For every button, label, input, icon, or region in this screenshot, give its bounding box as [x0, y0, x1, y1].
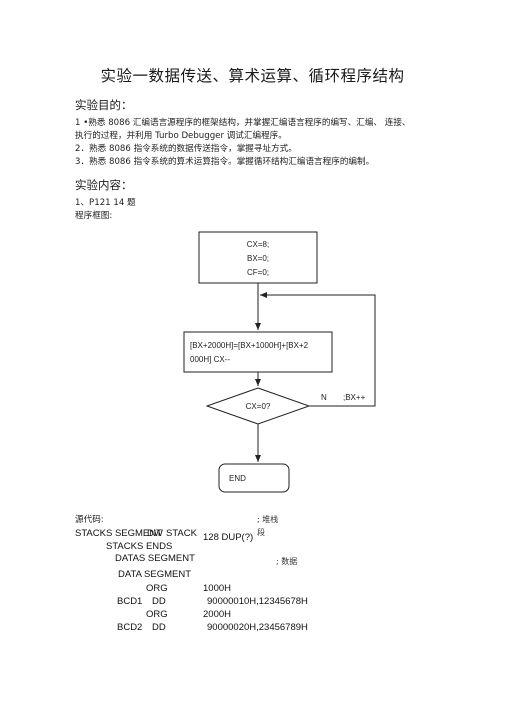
no-label: N [321, 393, 327, 402]
source-label: 源代码: [75, 515, 104, 525]
end-label: END [229, 474, 246, 483]
code-line-9b: DD [152, 622, 166, 633]
code-line-7c: 90000010H,12345678H [207, 596, 308, 607]
purpose-line-4: 3．熟悉 8086 指令系统的算术运算指令。掌握循环结构汇编语言程序的编制。 [75, 157, 375, 167]
code-line-9c: 90000020H,23456789H [207, 622, 308, 633]
code-line-8a: ORG [146, 609, 168, 620]
process-line-1: [BX+2000H]=[BX+1000H]+[BX+2 [190, 341, 309, 350]
comment-stack-2: 段 [257, 528, 265, 537]
init-line-1: CX=8; [247, 240, 269, 249]
code-line-1a: STACKS SEGMENT [75, 528, 162, 539]
arrow-loop-back [260, 292, 376, 407]
process-box [183, 331, 333, 373]
purpose-line-3: 2．熟悉 8086 指令系统的数据传送指令，掌握寻址方式。 [75, 144, 297, 154]
no-action: ;BX++ [343, 393, 366, 402]
code-line-1b: DW [147, 528, 163, 539]
section-heading-content: 实验内容： [75, 178, 133, 192]
page-title: 实验一数据传送、算术运算、循环程序结构 [100, 67, 405, 85]
code-line-6a: ORG [146, 583, 168, 594]
content-item: 1、P121 14 题 [75, 198, 136, 208]
code-line-5: DATA SEGMENT [118, 569, 192, 580]
code-line-3: STACKS ENDS [106, 541, 173, 552]
code-line-1c: STACK [166, 528, 197, 539]
code-line-9a: BCD2 [117, 622, 143, 633]
end-box [218, 463, 290, 493]
code-line-4: DATAS SEGMENT [115, 553, 195, 564]
process-line-2: 000H] CX-- [190, 355, 230, 364]
flowchart-caption: 程序框图: [75, 211, 113, 221]
purpose-line-2: 执行的过程，并利用 Turbo Debugger 调试汇编程序。 [75, 131, 287, 141]
decision-label: CX=0? [246, 402, 271, 411]
init-line-3: CF=0; [247, 268, 269, 277]
code-line-8b: 2000H [203, 609, 231, 620]
purpose-line-1: 1 •熟悉 8086 汇编语言源程序的框架结构，并掌握汇编语言程序的编写、汇编、… [75, 118, 411, 128]
code-line-7b: DD [152, 596, 166, 607]
code-line-2: 128 DUP(?) [203, 532, 254, 543]
comment-data: ; 数据 [276, 557, 298, 566]
code-line-6b: 1000H [203, 583, 231, 594]
comment-stack: ; 堆栈 [257, 515, 279, 524]
init-line-2: BX=0; [247, 254, 269, 263]
section-heading-purpose: 实验目的： [75, 98, 133, 112]
code-line-7a: BCD1 [117, 596, 143, 607]
